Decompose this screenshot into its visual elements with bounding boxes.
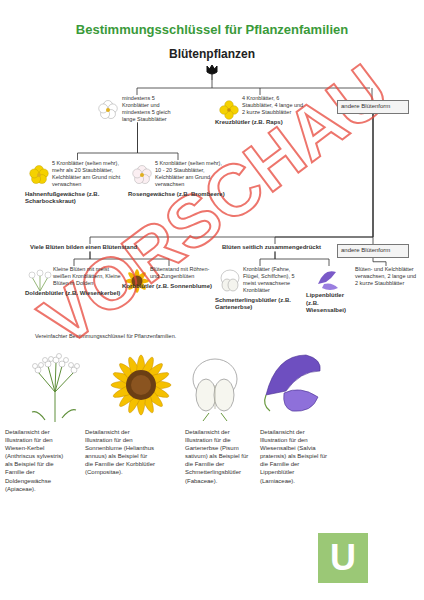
key-branch	[138, 123, 179, 161]
family-name: Hahnenfußgewächse (z.B. Scharbockskraut)	[25, 191, 130, 206]
family-name: Doldenblütler (z.B. Wiesenkerbel)	[25, 290, 123, 298]
key-text: 4 Kronblätter, 6 Staubblätter, 4 lange u…	[215, 95, 307, 116]
key-branch	[275, 252, 329, 267]
flower-icon	[220, 101, 239, 120]
family-name: Rosengewächse (z.B. Brombeere)	[128, 191, 228, 199]
key-text: andere Blütenform	[341, 247, 405, 255]
key-step: Blüten- und Kelchblätter verwachsen, 2 l…	[355, 266, 417, 287]
key-step: Kronblätter (Fahne, Flügel, Schiffchen),…	[215, 266, 305, 312]
key-text: Viele Blüten bilden einen Blütenstand	[30, 244, 150, 252]
key-text: 5 Kronblätter (selten mehr), 10 - 20 Sta…	[128, 160, 228, 188]
key-text: Blütenstand mit Röhren- und Zungenblüten	[122, 266, 216, 280]
flower-icon	[133, 166, 152, 184]
sunflower-illustration	[111, 355, 171, 415]
key-step: mindestens 5 Kronblätter und mindestens …	[95, 95, 180, 123]
sage-icon	[318, 271, 338, 290]
key-step: Lippenblütler (z.B. Wiesensalbei)	[306, 266, 352, 315]
illustration-caption: Detailansicht der Illustration für den S…	[85, 428, 157, 477]
key-step: 5 Kronblätter (selten mehr), 10 - 20 Sta…	[128, 160, 228, 198]
key-text: andere Blütenform	[341, 103, 405, 111]
title: Bestimmungsschlüssel für Pflanzenfamilie…	[0, 22, 424, 38]
key-step: Blütenstand mit Röhren- und Zungenblüten…	[122, 266, 216, 290]
key-step: Kleine Blüten mit meist weißen Kronblätt…	[25, 266, 123, 297]
family-name: Lippenblütler (z.B. Wiesensalbei)	[306, 292, 352, 315]
kerbel-illustration	[32, 354, 80, 423]
pea-illustration	[193, 359, 237, 421]
illustration-caption: Detailansicht der Illustration für den W…	[260, 428, 330, 485]
key-step: 4 Kronblätter, 6 Staubblätter, 4 lange u…	[215, 95, 307, 126]
illustration-caption: Detailansicht der Illustration für die G…	[185, 428, 255, 485]
family-name: Kreuzblütler (z.B. Raps)	[215, 119, 307, 127]
logo-square	[318, 533, 368, 583]
key-branch	[260, 252, 275, 267]
flower-icon	[30, 166, 49, 184]
logo-letter: U	[318, 533, 368, 583]
key-branch	[78, 123, 138, 161]
root-symbol	[207, 65, 217, 80]
key-branch	[373, 258, 386, 267]
key-text: Blüten- und Kelchblätter verwachsen, 2 l…	[355, 266, 417, 287]
watermark: VORSCHAU	[22, 45, 405, 365]
flower-icon	[99, 101, 118, 119]
key-text: Kleine Blüten mit meist weißen Kronblätt…	[25, 266, 123, 287]
sage-illustration	[265, 355, 321, 411]
choice-box: andere Blütenform	[337, 100, 409, 114]
key-step: 5 Kronblätter (selten mehr), mehr als 20…	[25, 160, 130, 206]
choice-box: andere Blütenform	[337, 244, 409, 258]
family-name: Schmetterlingsblütler (z.B. Gartenerbse)	[215, 297, 305, 312]
key-text: 5 Kronblätter (selten mehr), mehr als 20…	[25, 160, 130, 188]
key-text: mindestens 5 Kronblätter und mindestens …	[95, 95, 180, 123]
group-heading: Blüten seitlich zusammengedrückt	[222, 244, 328, 252]
key-text: Kronblätter (Fahne, Flügel, Schiffchen),…	[215, 266, 305, 294]
pea-icon	[221, 270, 239, 291]
illustration-caption: Detailansicht der Illustration für den W…	[5, 428, 71, 493]
group-heading: Viele Blüten bilden einen Blütenstand	[30, 244, 150, 252]
key-text: Blüten seitlich zusammengedrückt	[222, 244, 328, 252]
family-name: Korbblütler (z.B. Sonnenblume)	[122, 283, 216, 291]
